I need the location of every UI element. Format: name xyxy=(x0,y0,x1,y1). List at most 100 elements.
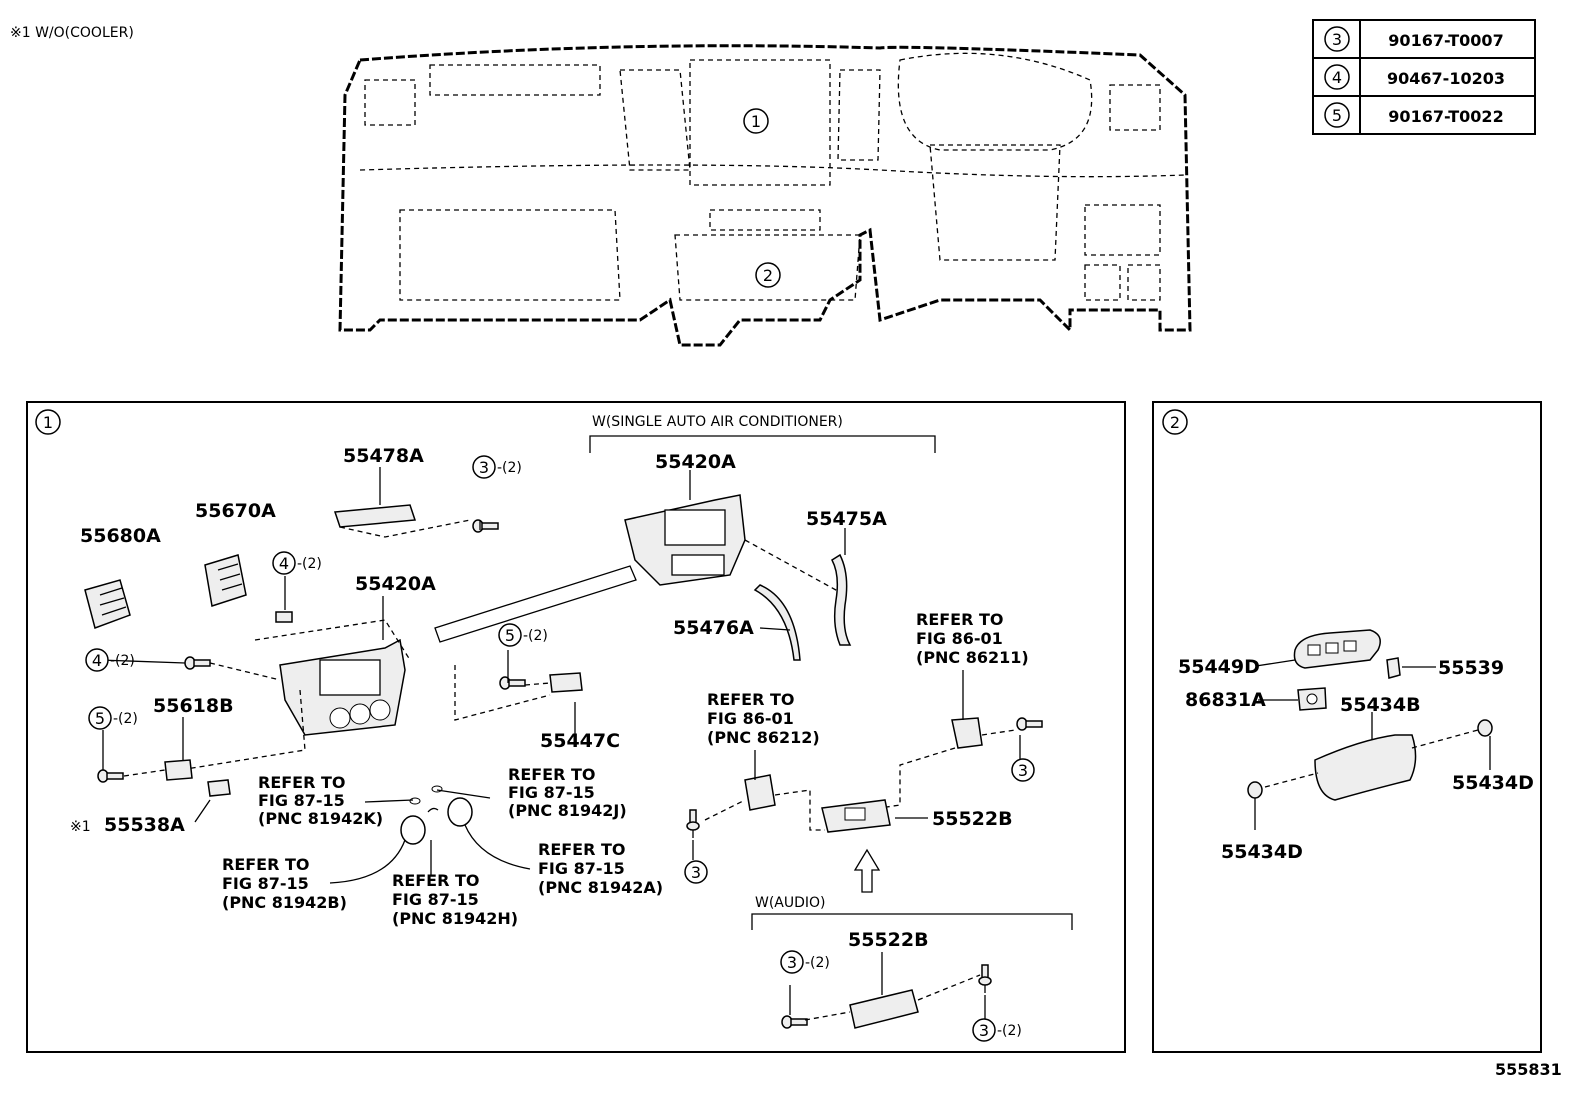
cooler-note: ※1 W/O(COOLER) xyxy=(10,25,134,41)
part-55420A-upper: 55420A xyxy=(655,451,736,473)
switch-55447C-shape xyxy=(454,665,583,721)
register-55680A-shape xyxy=(84,579,131,629)
part-55522B-upper: 55522B xyxy=(932,808,1013,830)
register-55670A-shape xyxy=(204,554,247,607)
ref-86212-fig: FIG 86-01 xyxy=(707,709,794,728)
bracket-86212-shape xyxy=(704,774,825,831)
dashboard-overview: 1 2 xyxy=(338,44,1192,347)
ref-81942B-line1: REFER TO xyxy=(222,855,310,874)
ref-81942A-line1: REFER TO xyxy=(538,840,626,859)
part-55434D-right: 55434D xyxy=(1452,772,1534,794)
ref-81942K-pnc: (PNC 81942K) xyxy=(258,809,383,828)
ref-86211: REFER TO FIG 86-01 (PNC 86211) xyxy=(916,610,1029,667)
ref-86211-fig: FIG 86-01 xyxy=(916,629,1003,648)
knob-55539-shape xyxy=(1386,657,1401,679)
audio-55522B-lower-shape xyxy=(804,974,981,1029)
legend-key-3: 3 xyxy=(1332,30,1342,49)
key-3-e: 3 xyxy=(979,1021,989,1040)
key-5-a: 5 xyxy=(505,626,515,645)
part-55478A: 55478A xyxy=(343,445,424,467)
bracket-55618B-shape xyxy=(123,759,193,781)
ref-81942J: REFER TO FIG 87-15 (PNC 81942J) xyxy=(508,765,627,820)
ref-81942H: REFER TO FIG 87-15 (PNC 81942H) xyxy=(392,871,518,928)
ref-86211-line1: REFER TO xyxy=(916,610,1004,629)
figure-number: 555831 xyxy=(1495,1060,1562,1079)
part-55434D-left: 55434D xyxy=(1221,841,1303,863)
ref-81942K: REFER TO FIG 87-15 (PNC 81942K) xyxy=(258,773,383,828)
part-55434B: 55434B xyxy=(1340,694,1421,716)
ref-86212-pnc: (PNC 86212) xyxy=(707,728,820,747)
audio-55522B-upper-shape xyxy=(821,799,891,833)
clip-55434D-left-shape xyxy=(1247,781,1263,830)
part-55475A: 55475A xyxy=(806,508,887,530)
clip-55434D-right-shape xyxy=(1477,719,1493,737)
part-86831A: 86831A xyxy=(1185,689,1266,711)
cover-55538A-shape xyxy=(207,779,231,797)
cover-55478A-shape xyxy=(333,504,471,538)
key-3-b: 3 xyxy=(1018,761,1028,780)
part-55449D: 55449D xyxy=(1178,656,1260,678)
panel-2-key: 2 xyxy=(1170,413,1180,432)
ref-81942J-pnc: (PNC 81942J) xyxy=(508,801,627,820)
ref-81942H-fig: FIG 87-15 xyxy=(392,890,479,909)
option-audio: W(AUDIO) xyxy=(755,895,826,911)
cluster-55420A-lower-shape xyxy=(179,619,411,771)
ref-81942K-line1: REFER TO xyxy=(258,773,346,792)
part-55670A: 55670A xyxy=(195,500,276,522)
legend-table: 3 4 5 90167-T0007 90467-10203 90167-T002… xyxy=(1312,19,1536,135)
key-3-d: 3 xyxy=(787,953,797,972)
qty-3-e: -(2) xyxy=(997,1023,1022,1039)
qty-4-a: -(2) xyxy=(297,556,322,572)
qty-3-d: -(2) xyxy=(805,955,830,971)
overview-callout-1: 1 xyxy=(751,112,761,131)
part-55522B-lower: 55522B xyxy=(848,929,929,951)
trim-55475A-shape xyxy=(831,553,852,646)
cover-55434B-shape xyxy=(1264,729,1479,801)
ref-81942J-line1: REFER TO xyxy=(508,765,596,784)
key-3-c: 3 xyxy=(691,863,701,882)
rings-shape xyxy=(400,785,473,845)
switch-panel-55449D-shape xyxy=(1293,629,1381,669)
ref-81942H-line1: REFER TO xyxy=(392,871,480,890)
ref-81942K-fig: FIG 87-15 xyxy=(258,791,345,810)
option-single-auto-ac: W(SINGLE AUTO AIR CONDITIONER) xyxy=(592,414,843,430)
qty-4-b: -(2) xyxy=(110,653,135,669)
part-55420A-lower: 55420A xyxy=(355,573,436,595)
legend-key-5: 5 xyxy=(1332,106,1342,125)
ref-86212-line1: REFER TO xyxy=(707,690,795,709)
part-55538A: 55538A xyxy=(104,814,185,836)
ref-81942B-pnc: (PNC 81942B) xyxy=(222,893,347,912)
trim-55476A-shape xyxy=(753,584,801,661)
panel-1: 1 W(SINGLE AUTO AIR CONDITIONER) W(AUDIO… xyxy=(26,401,1126,1053)
legend-part-3: 90167-T0007 xyxy=(1388,31,1503,50)
part-55476A: 55476A xyxy=(673,617,754,639)
key-3-a: 3 xyxy=(479,458,489,477)
ref-81942J-fig: FIG 87-15 xyxy=(508,783,595,802)
panel-2: 2 55449D 55539 86831A 55434B 55434D 5543… xyxy=(1152,401,1542,1053)
ref-81942A: REFER TO FIG 87-15 (PNC 81942A) xyxy=(538,840,663,897)
qty-3-a: -(2) xyxy=(497,460,522,476)
key-4-a: 4 xyxy=(279,554,289,573)
key-5-b: 5 xyxy=(95,709,105,728)
switch-86831A-shape xyxy=(1297,687,1327,711)
ref-86212: REFER TO FIG 86-01 (PNC 86212) xyxy=(707,690,820,747)
part-55539: 55539 xyxy=(1438,657,1504,679)
overview-callout-2: 2 xyxy=(763,266,773,285)
legend-key-4: 4 xyxy=(1332,68,1342,87)
qty-5-a: -(2) xyxy=(523,628,548,644)
part-55538A-mark: ※1 xyxy=(70,819,91,835)
ref-81942A-pnc: (PNC 81942A) xyxy=(538,878,663,897)
cluster-55420A-upper-shape xyxy=(624,494,846,596)
panel-1-key: 1 xyxy=(43,413,53,432)
legend-part-4: 90467-10203 xyxy=(1387,69,1505,88)
ref-81942A-fig: FIG 87-15 xyxy=(538,859,625,878)
key-4-b: 4 xyxy=(92,651,102,670)
ref-81942H-pnc: (PNC 81942H) xyxy=(392,909,518,928)
ref-81942B: REFER TO FIG 87-15 (PNC 81942B) xyxy=(222,855,347,912)
part-55618B: 55618B xyxy=(153,695,234,717)
part-55447C: 55447C xyxy=(540,730,620,752)
clip-4-shape xyxy=(275,611,293,623)
part-55680A: 55680A xyxy=(80,525,161,547)
ref-86211-pnc: (PNC 86211) xyxy=(916,648,1029,667)
